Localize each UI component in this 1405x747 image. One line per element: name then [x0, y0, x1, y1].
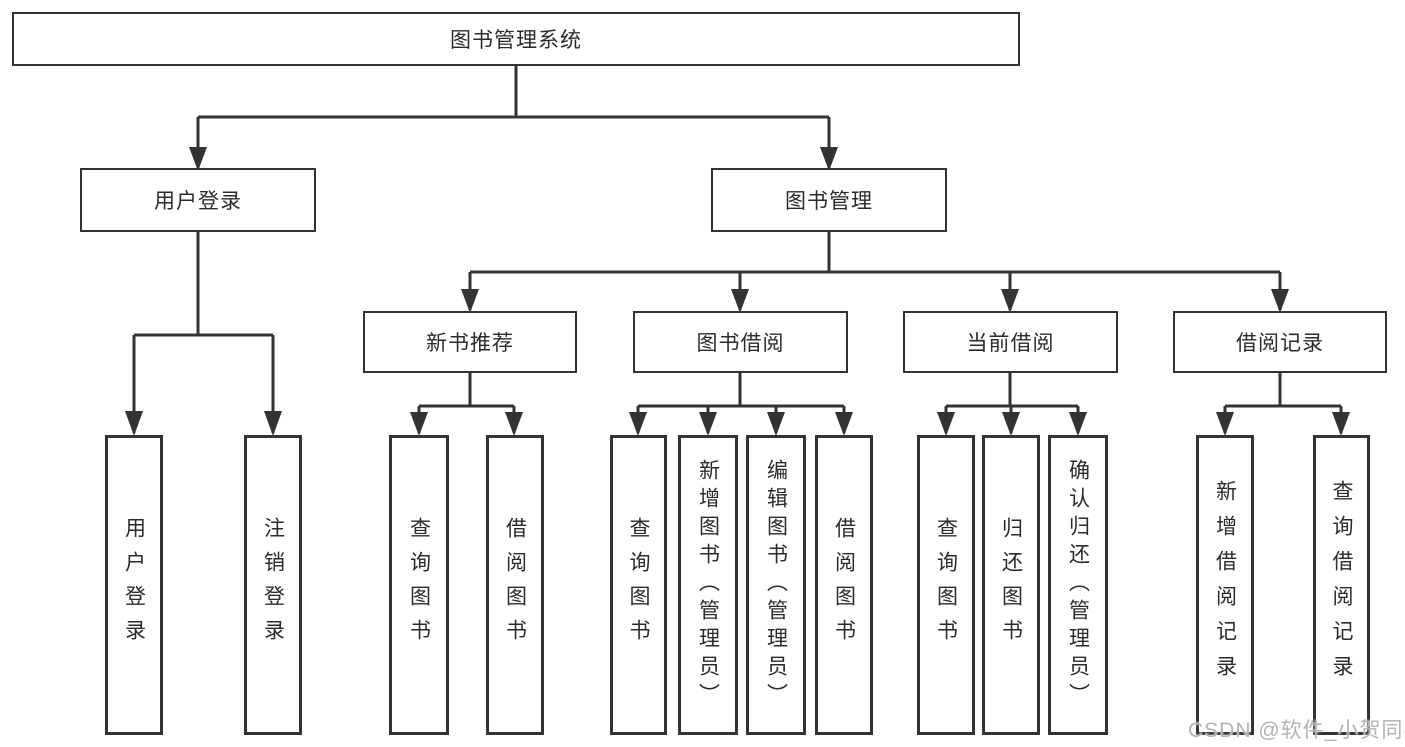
leaf-add-borrow-record: 新增借阅记录 [1196, 435, 1254, 735]
node-label: 图书管理系统 [450, 29, 582, 52]
node-label: 借阅图书 [832, 517, 856, 653]
node-user-login: 用户登录 [80, 168, 316, 232]
leaf-query-books-current: 查询图书 [917, 435, 975, 735]
node-label: 查询图书 [934, 517, 958, 653]
node-label: 编辑图书（管理员） [764, 459, 788, 711]
leaf-logout: 注销登录 [244, 435, 302, 735]
node-label: 借阅记录 [1236, 332, 1324, 355]
leaf-add-book-admin: 新增图书（管理员） [678, 435, 738, 735]
node-new-book-recommend: 新书推荐 [363, 311, 577, 373]
node-library-system: 图书管理系统 [12, 12, 1020, 66]
node-label: 当前借阅 [966, 332, 1055, 355]
node-book-borrowing: 图书借阅 [633, 311, 848, 373]
node-label: 新增借阅记录 [1213, 480, 1237, 690]
node-label: 图书借阅 [696, 332, 785, 355]
watermark-text: CSDN @软件_小贺同学 [1188, 719, 1405, 742]
node-label: 借阅图书 [503, 517, 527, 653]
node-label: 查询图书 [407, 517, 431, 653]
node-label: 确认归还（管理员） [1066, 459, 1090, 711]
node-borrowing-records: 借阅记录 [1173, 311, 1387, 373]
node-label: 查询借阅记录 [1330, 480, 1353, 690]
leaf-confirm-return-admin: 确认归还（管理员） [1048, 435, 1108, 735]
node-label: 注销登录 [261, 517, 285, 653]
node-book-management: 图书管理 [711, 168, 947, 232]
node-label: 查询图书 [627, 517, 650, 653]
node-label: 用户登录 [154, 190, 242, 213]
node-label: 新书推荐 [426, 332, 514, 355]
leaf-return-books: 归还图书 [982, 435, 1040, 735]
leaf-query-books-recommend: 查询图书 [389, 435, 449, 735]
node-label: 用户登录 [122, 517, 146, 653]
node-label: 图书管理 [785, 190, 873, 213]
leaf-query-books-borrowing: 查询图书 [610, 435, 667, 735]
leaf-user-login: 用户登录 [105, 435, 163, 735]
leaf-edit-book-admin: 编辑图书（管理员） [746, 435, 806, 735]
leaf-borrow-books-recommend: 借阅图书 [486, 435, 544, 735]
leaf-borrow-books-borrowing: 借阅图书 [815, 435, 873, 735]
leaf-query-borrow-record: 查询借阅记录 [1313, 435, 1370, 735]
node-label: 归还图书 [999, 517, 1023, 653]
node-label: 新增图书（管理员） [696, 459, 720, 711]
node-current-borrowing: 当前借阅 [903, 311, 1118, 373]
